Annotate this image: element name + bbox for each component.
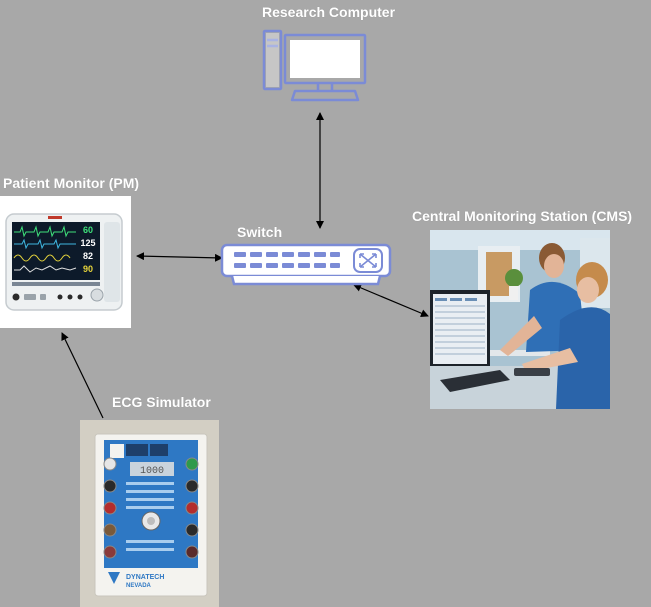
ecg-simulator-image: 1000 DYNATECH N <box>80 420 219 607</box>
network-switch-icon <box>220 243 392 286</box>
research-computer-label: Research Computer <box>262 4 396 20</box>
desktop-computer-icon <box>262 29 367 102</box>
ecg-display: 1000 <box>140 466 164 477</box>
ecg-brand-line2: NEVADA <box>126 583 152 589</box>
ecg-brand-line1: DYNATECH <box>126 574 164 581</box>
cms-image <box>430 230 610 409</box>
switch-label: Switch <box>237 224 283 240</box>
ecg-simulator-label: ECG Simulator <box>112 394 211 410</box>
cms-label: Central Monitoring Station (CMS) <box>412 208 633 224</box>
pm-readout-4: 90 <box>83 264 93 274</box>
pm-readout-3: 82 <box>83 251 93 261</box>
edge-switch-cms <box>353 284 429 317</box>
patient-monitor-label: Patient Monitor (PM) <box>3 175 140 191</box>
pm-readout-hr: 60 <box>83 225 93 235</box>
pm-readout-2: 125 <box>80 238 95 248</box>
edge-ecg-pm <box>61 332 104 419</box>
edge-switch-pm <box>136 252 223 262</box>
patient-monitor-image: 60 125 82 90 <box>0 196 131 328</box>
